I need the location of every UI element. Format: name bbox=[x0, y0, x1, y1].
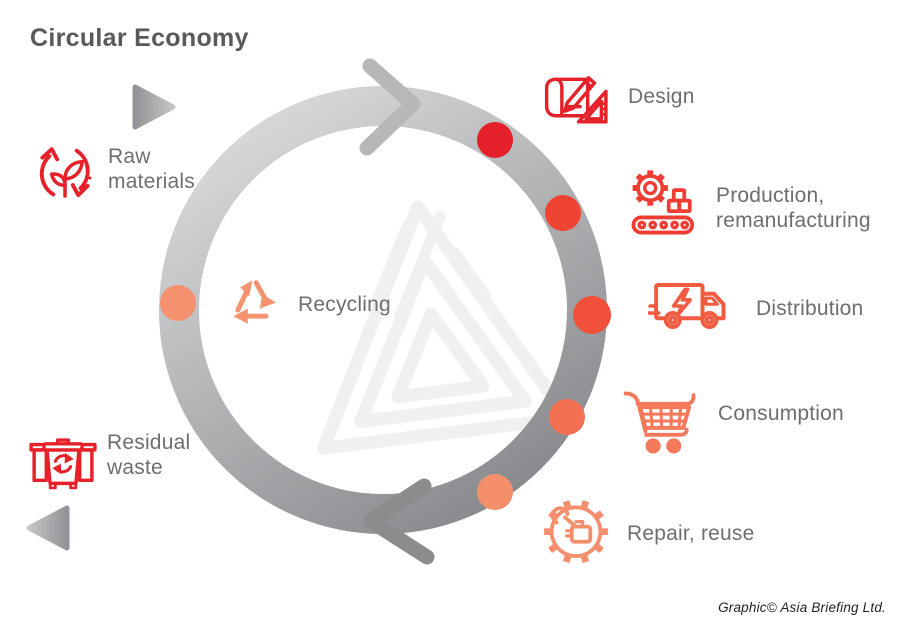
design-label: Design bbox=[628, 85, 695, 108]
residual-waste-label: Residual waste bbox=[107, 431, 191, 479]
raw-materials-label: Raw materials bbox=[108, 145, 195, 193]
outflow-arrow-icon bbox=[26, 505, 176, 551]
page-title: Circular Economy bbox=[30, 24, 249, 52]
stage-design bbox=[536, 58, 612, 134]
cycle-marker-production bbox=[545, 195, 581, 231]
consumption-label: Consumption bbox=[718, 402, 844, 425]
inflow-arrow-icon bbox=[26, 84, 176, 130]
cycle-marker-recycling bbox=[160, 285, 196, 321]
design-blueprint-icon bbox=[544, 76, 608, 124]
cycle-chevron-bottom-icon bbox=[363, 478, 435, 565]
residual-waste-bins-icon bbox=[29, 438, 97, 490]
repair-gear-wrench-icon bbox=[544, 500, 608, 564]
stage-raw-materials bbox=[26, 132, 104, 210]
consumption-cart-icon bbox=[623, 391, 696, 454]
stage-consumption bbox=[617, 378, 703, 464]
recycling-icon bbox=[233, 280, 276, 324]
graphic-credit: Graphic© Asia Briefing Ltd. bbox=[718, 600, 886, 615]
cycle-marker-repair bbox=[477, 474, 513, 510]
stage-residual-waste bbox=[25, 418, 101, 494]
cycle-marker-design bbox=[477, 122, 513, 158]
cycle-marker-consumption bbox=[549, 399, 585, 435]
stage-recycling bbox=[212, 263, 288, 339]
recycling-label: Recycling bbox=[298, 293, 391, 316]
raw-materials-icon bbox=[39, 147, 92, 198]
distribution-label: Distribution bbox=[756, 297, 864, 320]
production-label: Production, remanufacturing bbox=[716, 184, 871, 232]
asia-briefing-watermark-logo bbox=[317, 200, 575, 455]
production-gear-conveyor-icon bbox=[631, 170, 695, 235]
cycle-marker-distribution bbox=[573, 296, 611, 334]
stage-distribution bbox=[648, 264, 736, 348]
stage-production bbox=[620, 162, 704, 246]
cycle-chevron-top-icon bbox=[359, 58, 421, 156]
distribution-truck-icon bbox=[648, 283, 726, 329]
repair-label: Repair, reuse bbox=[627, 522, 755, 545]
stage-repair bbox=[534, 488, 618, 572]
